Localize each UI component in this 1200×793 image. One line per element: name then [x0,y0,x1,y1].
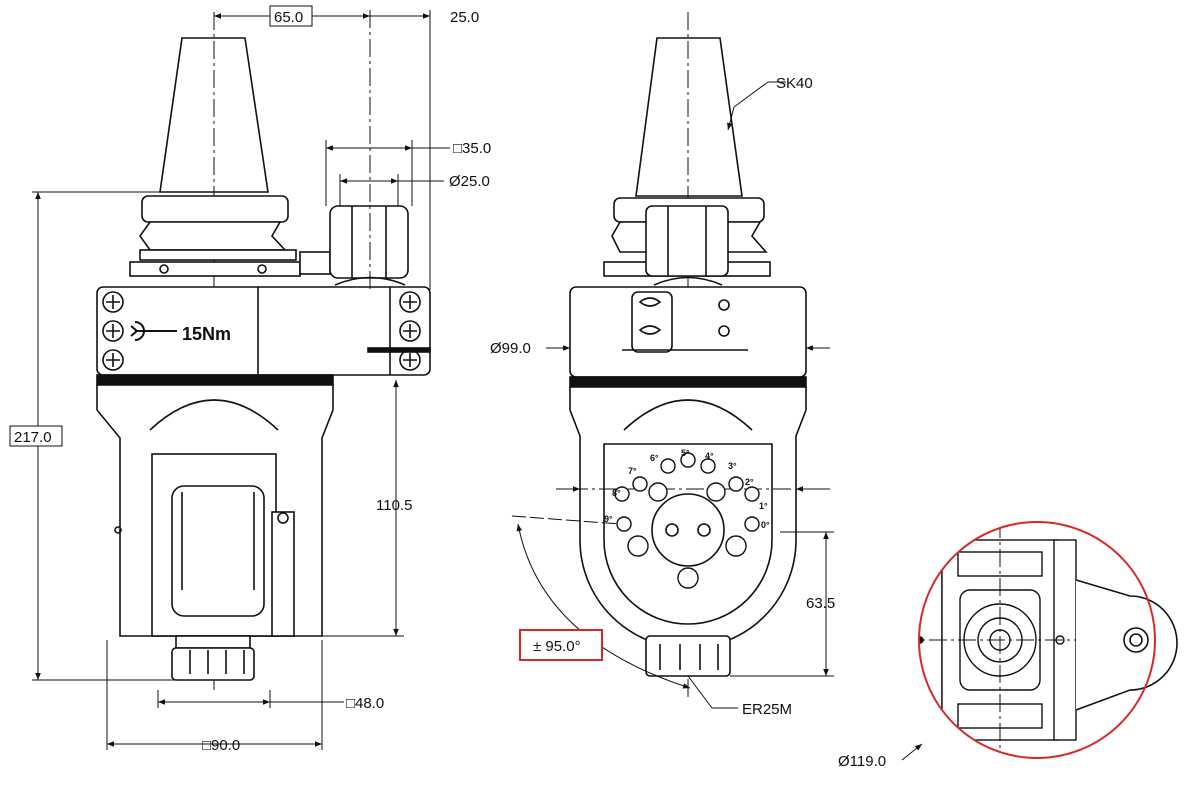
torque-label: 15Nm [182,324,231,344]
svg-text:8°: 8° [612,488,621,498]
svg-text:7°: 7° [628,466,637,476]
svg-text:4°: 4° [705,451,714,461]
angle-range-box [519,629,603,661]
dim-body-square: □90.0 [202,737,240,754]
dim-swing-diameter: Ø119.0 [838,753,886,770]
dim-lower-height: 110.5 [376,497,412,514]
svg-text:6°: 6° [650,453,659,463]
svg-text:3°: 3° [728,461,737,471]
angle-marks: 5° 4° 3° 2° 1° 0° 6° 7° 8° 9° [604,448,770,530]
svg-text:0°: 0° [761,520,770,530]
dim-collet: ER25M [742,701,792,718]
dim-drive-square: □35.0 [453,140,491,157]
svg-text:1°: 1° [759,501,768,511]
side-view [96,12,431,690]
dim-top-width: 65.0 [274,9,303,26]
wrench-icon [130,321,177,341]
bottom-detail-view [901,521,1178,761]
side-dimension-lines [32,10,450,750]
dim-top-offset: 25.0 [450,9,479,26]
front-view [569,12,807,700]
dim-spindle-height: 63.5 [806,595,835,612]
svg-text:2°: 2° [745,477,754,487]
dim-overall-height: 217.0 [14,429,52,446]
dim-angle-range: ± 95.0° [533,638,581,655]
front-dimension-lines [511,81,834,709]
svg-text:5°: 5° [681,448,690,458]
svg-text:9°: 9° [604,514,613,524]
dim-taper: SK40 [776,75,813,92]
dim-drive-diameter: Ø25.0 [449,173,490,190]
dim-body-diameter: Ø99.0 [490,340,531,357]
detail-circle [918,521,1156,759]
dim-nut-square: □48.0 [346,695,384,712]
screw-heads [102,291,421,371]
